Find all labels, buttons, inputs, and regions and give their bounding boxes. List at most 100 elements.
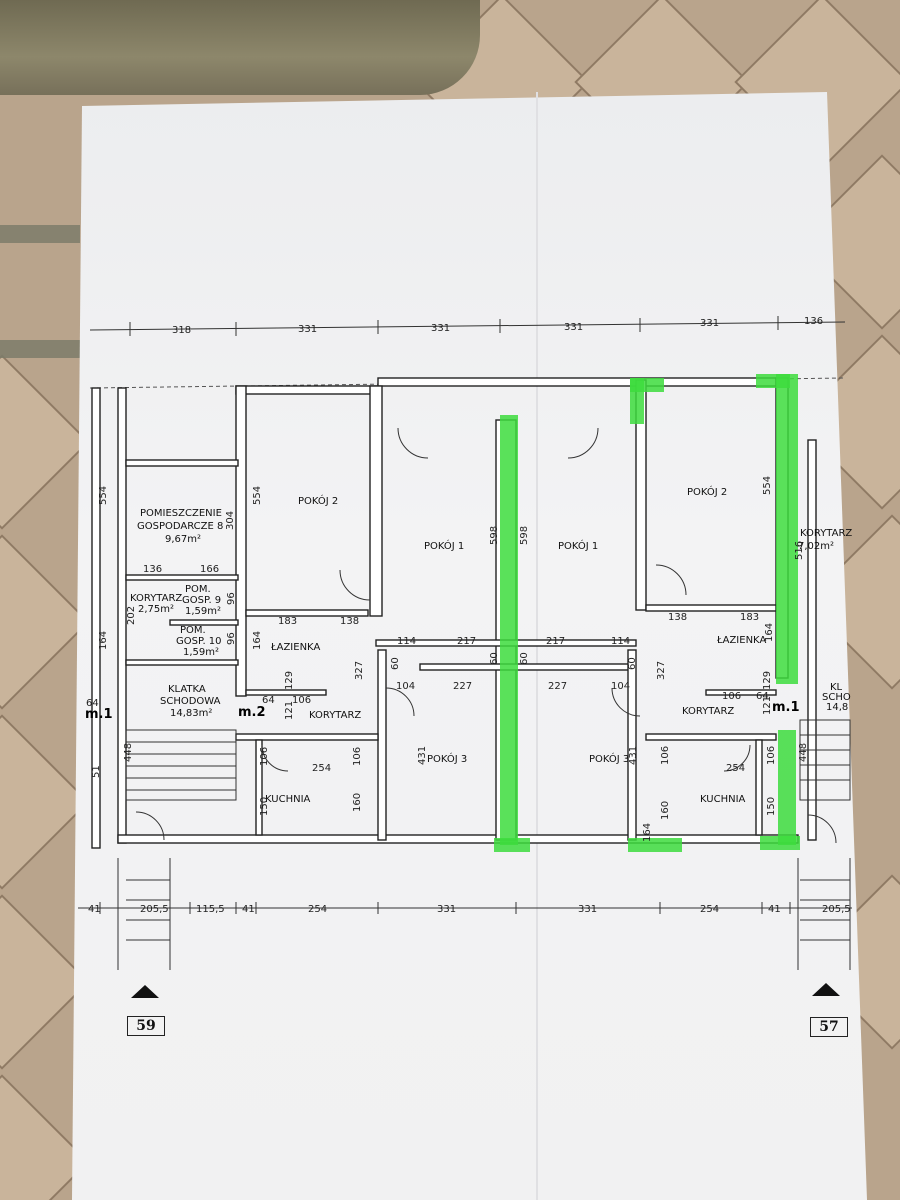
room-korytarz-edge-area: 7,02m² [798, 541, 834, 552]
dim-183b: 183 [740, 612, 759, 623]
dim-60c: 60 [519, 652, 530, 665]
chair-seat [0, 0, 480, 95]
dim-106e: 106 [660, 746, 671, 765]
dim-bottom-7: 331 [578, 904, 597, 915]
room-klatka-edge-area: 14,8 [826, 702, 848, 713]
dim-bottom-1: 41 [88, 904, 101, 915]
room-pom8-area: 9,67m² [165, 534, 201, 545]
dim-129b: 129 [762, 671, 773, 690]
dim-129a: 129 [284, 671, 295, 690]
dim-254b: 254 [726, 763, 745, 774]
room-pokoj3-right: POKÓJ 3 [589, 752, 629, 765]
room-klatka-edge-line2: SCHO [822, 692, 851, 703]
chair-rail [0, 225, 80, 243]
dim-60a: 60 [390, 657, 401, 670]
dim-164d: 164 [642, 823, 653, 842]
dim-top-1: 318 [172, 325, 191, 336]
dim-164a: 164 [252, 631, 263, 650]
dim-138b: 138 [668, 612, 687, 623]
dim-121a: 121 [284, 701, 295, 720]
room-pom8-line1: POMIESZCZENIE [140, 508, 222, 519]
dim-51: 51 [91, 765, 102, 778]
north-arrow-icon-right [812, 983, 840, 996]
dim-106c: 106 [352, 747, 363, 766]
dim-bottom-6: 331 [437, 904, 456, 915]
room-pokoj3-left: POKÓJ 3 [427, 752, 467, 765]
unit-marks: m.1 m.2 m.1 [85, 700, 800, 722]
dim-183a: 183 [278, 616, 297, 627]
room-pom8-line2: GOSPODARCZE 8 [137, 521, 223, 532]
dim-164c: 164 [764, 623, 775, 642]
dim-bottom-3: 115,5 [196, 904, 225, 915]
dim-106d: 106 [722, 691, 741, 702]
dim-top-2: 331 [298, 324, 317, 335]
unit-mark-m1-left: m.1 [85, 707, 113, 722]
chair-rail [0, 340, 80, 358]
room-lazienka-left: ŁAZIENKA [270, 642, 320, 653]
room-klatka-line1: KLATKA [168, 684, 206, 695]
dim-top-5: 331 [700, 318, 719, 329]
dim-304: 304 [225, 511, 236, 530]
dim-598a: 598 [489, 526, 500, 545]
room-kuchnia-left: KUCHNIA [265, 794, 311, 805]
unit-mark-m2: m.2 [238, 705, 266, 720]
dim-121b: 121 [762, 696, 773, 715]
dim-60d: 60 [627, 657, 638, 670]
room-pom10-line1: POM. [180, 625, 206, 636]
dim-96a: 96 [226, 592, 237, 605]
dim-554a: 554 [98, 486, 109, 505]
bottom-dimension-line: 41 205,5 115,5 41 254 331 331 254 41 205… [78, 902, 852, 915]
dim-bottom-5: 254 [308, 904, 327, 915]
top-dimension-line: 318 331 331 331 331 136 [89, 316, 846, 389]
room-klatka-line2: SCHODOWA [160, 696, 221, 707]
dim-160a: 160 [352, 793, 363, 812]
interior-dimensions: 554 136 166 304 202 96 96 554 183 138 16… [86, 476, 809, 842]
room-pokoj1-right: POKÓJ 1 [558, 539, 598, 552]
dim-327b: 327 [656, 661, 667, 680]
dim-104a: 104 [396, 681, 415, 692]
room-pokoj1-left: POKÓJ 1 [424, 539, 464, 552]
dim-114a: 114 [397, 636, 416, 647]
room-lazienka-right: ŁAZIENKA [716, 635, 766, 646]
dim-136: 136 [143, 564, 162, 575]
staircase-left [117, 729, 237, 970]
dim-554b: 554 [252, 486, 263, 505]
dim-164b: 164 [98, 631, 109, 650]
dim-448b: 448 [798, 743, 809, 762]
room-korytarz-small-area: 2,75m² [138, 604, 174, 615]
dim-106a: 106 [292, 695, 311, 706]
dim-598b: 598 [519, 526, 530, 545]
dim-bottom-8: 254 [700, 904, 719, 915]
room-pom10-area: 1,59m² [183, 647, 219, 658]
dim-431a: 431 [417, 746, 428, 765]
dim-516: 516 [794, 541, 805, 560]
dim-554c: 554 [762, 476, 773, 495]
dim-160b: 160 [660, 801, 671, 820]
page-number-right: 57 [810, 1017, 848, 1037]
dim-top-4: 331 [564, 322, 583, 333]
dim-64a: 64 [262, 695, 275, 706]
dim-bottom-2: 205,5 [140, 904, 169, 915]
dim-202: 202 [126, 606, 137, 625]
dim-227b: 227 [548, 681, 567, 692]
dim-bottom-9: 41 [768, 904, 781, 915]
room-pokoj2-left: POKÓJ 2 [298, 494, 338, 507]
staircase-right [797, 719, 851, 970]
dim-64b: 64 [86, 698, 99, 709]
room-pom10-line2: GOSP. 10 [176, 636, 222, 647]
room-korytarz-right: KORYTARZ [682, 706, 734, 717]
room-labels: POKÓJ 2 POKÓJ 1 POKÓJ 1 POKÓJ 2 POKÓJ 3 … [130, 485, 852, 805]
dim-448a: 448 [123, 743, 134, 762]
dim-bottom-4: 41 [242, 904, 255, 915]
room-korytarz-left: KORYTARZ [309, 710, 361, 721]
room-korytarz-edge: KORYTARZ [800, 528, 852, 539]
dim-150a: 150 [259, 797, 270, 816]
dim-bottom-10: 205,5 [822, 904, 851, 915]
north-arrow-icon-left [131, 985, 159, 998]
dim-217a: 217 [457, 636, 476, 647]
dim-431b: 431 [628, 746, 639, 765]
highlighted-walls [494, 374, 800, 852]
dim-60b: 60 [489, 652, 500, 665]
